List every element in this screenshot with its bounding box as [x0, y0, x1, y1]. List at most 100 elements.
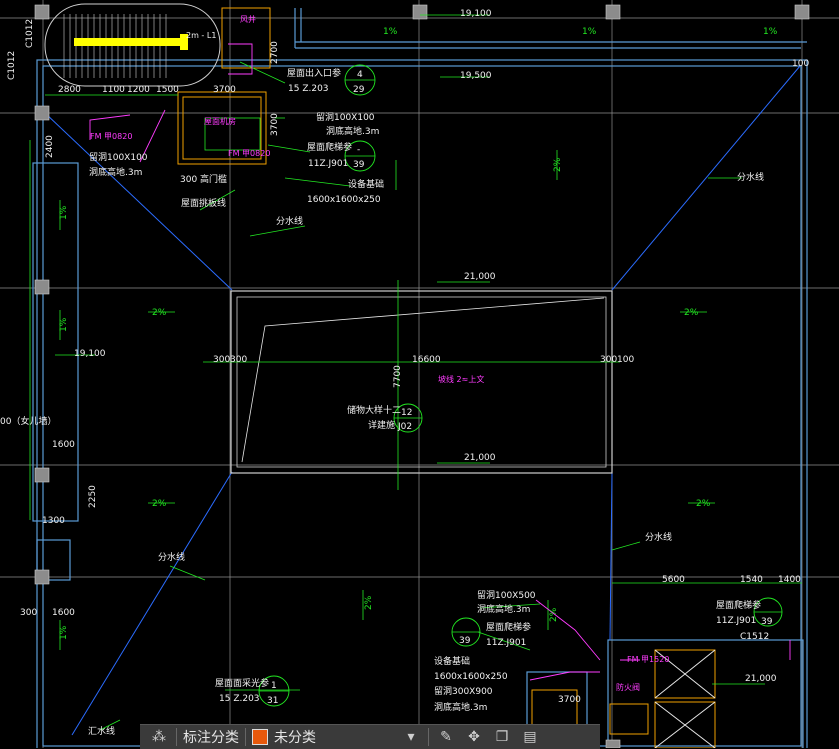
- copy-icon[interactable]: ❐: [495, 729, 509, 745]
- dim-1600-l: 1600: [52, 440, 75, 450]
- edit-icon[interactable]: ✎: [440, 729, 452, 745]
- roof-exit-b: 29: [353, 85, 365, 95]
- slope-2pct-a: 2%: [152, 308, 167, 318]
- dim-7700: 7700: [393, 365, 403, 388]
- roof-ladder-mid-ref: 11Z.J901: [486, 638, 526, 648]
- roof-ladder-right-ref: 11Z.J901: [716, 616, 756, 626]
- dimension-lines: [29, 14, 802, 685]
- slope-2pct-d: 2%: [684, 308, 699, 318]
- dim-2400: 2400: [45, 135, 55, 158]
- slope-1pct-v1: 1%: [59, 205, 69, 220]
- dim-1200: 1200: [127, 85, 150, 95]
- roof-ladder-right-b: 39: [761, 617, 773, 627]
- dim-1500: 1500: [156, 85, 179, 95]
- move-icon[interactable]: ✥: [468, 729, 480, 745]
- slope-2pct-c: 2%: [696, 499, 711, 509]
- column-markers: [34, 4, 810, 748]
- dim-left-19100: 19,100: [74, 349, 106, 359]
- room-label: 屋面机房: [204, 116, 236, 126]
- drain-1-label: 分水线: [276, 215, 303, 227]
- leader-lines: [99, 61, 742, 731]
- dim-top-19500: 19,500: [460, 71, 492, 81]
- door-annotations: [89, 43, 791, 681]
- dim-100-top: 100: [792, 59, 809, 69]
- slope-1pct-v3: 1%: [59, 625, 69, 640]
- roof-ladder-label: 屋面爬梯参: [307, 141, 352, 153]
- dim-right-21000: 21,000: [745, 674, 777, 684]
- roof-lighting-ref: 15 Z.203: [219, 694, 260, 704]
- toolbar-tools: ✎ ✥ ❐ ▤: [435, 725, 541, 749]
- slope-1pct-c: 1%: [763, 27, 778, 37]
- chevron-down-icon[interactable]: ▾: [407, 729, 415, 745]
- equip-base2-size: 1600x1600x250: [434, 672, 508, 682]
- dim-100-r: 100: [617, 355, 634, 365]
- guide-label: 汇水线: [88, 725, 115, 737]
- parapet-walls: [32, 8, 808, 748]
- door-fm3-label: FM 甲1520: [627, 655, 669, 664]
- roof-ladder-b: 39: [353, 160, 365, 170]
- skylight-a: 12: [401, 408, 412, 418]
- stair-tag: 2m - L1: [186, 31, 216, 40]
- slope-2pct-v2: 2%: [364, 595, 374, 610]
- vent3-h-label: 洞底高地.3m: [477, 603, 530, 615]
- drain-3-label: 分水线: [645, 531, 672, 543]
- toolbar-separator: [245, 728, 246, 746]
- dim-1600-l2: 1600: [52, 608, 75, 618]
- slope-1pct-b: 1%: [582, 27, 597, 37]
- slope-2pct-b: 2%: [152, 499, 167, 509]
- dim-1540: 1540: [740, 575, 763, 585]
- lower-right-text: 防火阀: [616, 682, 640, 692]
- slope-1pct-v2: 1%: [59, 317, 69, 332]
- dim-3700-b: 3700: [558, 695, 581, 705]
- slope-arrows: [59, 150, 715, 650]
- door-fm-label: FM 甲0820: [90, 132, 132, 141]
- dim-2800: 2800: [58, 85, 81, 95]
- skylight-b: J02: [397, 422, 412, 432]
- left-cut-label: 00（女儿墙）: [0, 415, 56, 427]
- dim-c1012b: C1012: [25, 19, 35, 48]
- annotation-toolbar: ⁂ 标注分类 未分类 ▾ ✎ ✥ ❐ ▤: [140, 724, 600, 749]
- vent-h-label: 洞底高地.3m: [326, 125, 379, 137]
- category-label: 标注分类: [183, 730, 239, 746]
- dim-300-l: 300: [213, 355, 230, 365]
- lower-right-rooms: [531, 649, 716, 748]
- equip-base2-label: 设备基础: [434, 655, 470, 667]
- toolbar-separator: [176, 728, 177, 746]
- toolbar-separator: [428, 728, 429, 746]
- roof-ladder-a: -: [357, 145, 360, 155]
- category-select[interactable]: 未分类 ▾: [252, 725, 422, 749]
- roof-exit-a: 4: [357, 70, 363, 80]
- equip-hole-h-label: 洞底高地.3m: [434, 701, 487, 713]
- dim-300-l2: 300: [230, 355, 247, 365]
- slope-1pct-a: 1%: [383, 27, 398, 37]
- skylight-outline: [230, 290, 613, 474]
- dim-300-r: 300: [600, 355, 617, 365]
- category-color-swatch: [252, 729, 268, 745]
- dim-1300: 1300: [42, 516, 65, 526]
- dim-2700: 2700: [270, 41, 280, 64]
- paste-icon[interactable]: ▤: [523, 729, 537, 745]
- lighthouse-label: 屋面挑板线: [181, 197, 226, 209]
- skylight-label: 储物大样十二: [347, 404, 401, 416]
- toolbar-grid-cell[interactable]: ⁂: [140, 725, 170, 749]
- dim-1100: 1100: [102, 85, 125, 95]
- grid-icon[interactable]: ⁂: [152, 729, 166, 745]
- equip-base-size: 1600x1600x250: [307, 195, 381, 205]
- slope-2pct-v3: 2%: [549, 607, 559, 622]
- equipment-base-left: [204, 117, 261, 151]
- roof-ladder-mid-b: 39: [459, 636, 471, 646]
- dim-3700-v: 3700: [270, 113, 280, 136]
- drain-4-label: 分水线: [158, 551, 185, 563]
- dim-5600: 5600: [662, 575, 685, 585]
- dim-3700: 3700: [213, 85, 236, 95]
- drain-2-label: 分水线: [737, 171, 764, 183]
- dim-mid-21000-b: 21,000: [464, 453, 496, 463]
- vent3-label: 留洞100X500: [477, 589, 536, 601]
- vent2-h-label: 洞底高地.3m: [89, 166, 142, 178]
- door-fm2-label: FM 甲0820: [228, 149, 270, 158]
- roof-ladder-right-label: 屋面爬梯参: [716, 599, 761, 611]
- equip-hole-label: 留洞300X900: [434, 685, 493, 697]
- dim-1400: 1400: [778, 575, 801, 585]
- vent2-label: 留洞100X100: [89, 151, 148, 163]
